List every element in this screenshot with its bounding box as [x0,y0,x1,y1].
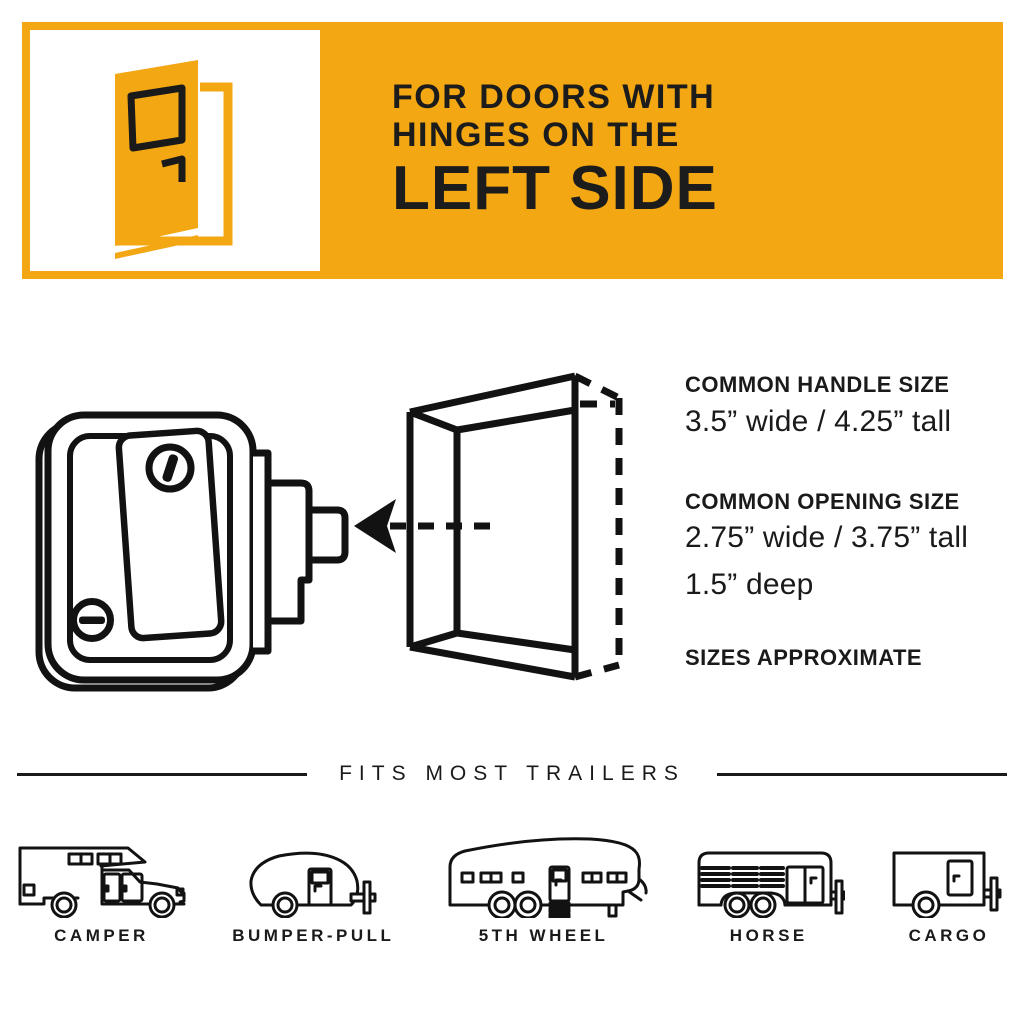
camper-icon [18,846,186,918]
divider-label: FITS MOST TRAILERS [339,762,685,785]
trailer-label-fifth-wheel: 5TH WHEEL [478,926,609,945]
handle-size-heading: COMMON HANDLE SIZE [685,372,950,397]
horse-trailer-icon [697,851,845,918]
trailer-cargo: CARGO [888,823,1010,946]
trailer-camper: CAMPER [14,842,189,946]
door-opening-line-drawing [354,372,623,681]
opening-size-value: 2.75” wide / 3.75” tall [685,521,969,554]
fits-most-trailers-divider: FITS MOST TRAILERS [0,762,1024,786]
trailer-label-cargo: CARGO [908,926,990,945]
sizes-note: SIZES APPROXIMATE [685,645,923,670]
banner: FOR DOORS WITH HINGES ON THE LEFT SIDE [22,22,1003,279]
divider-rule-right [716,772,1007,776]
trailer-fifth-wheel: 5TH WHEEL [438,823,650,946]
trailer-label-horse: HORSE [729,926,808,945]
rv-door-lock-line-drawing [35,411,349,692]
opening-depth-value: 1.5” deep [685,568,814,601]
trailer-horse: HORSE [693,823,845,946]
divider-rule-left [17,772,308,776]
banner-line-3: LEFT SIDE [392,154,718,223]
trailer-bumper-pull: BUMPER-PULL [232,841,394,946]
door-icon-box [30,30,320,271]
left-arrow-icon [354,499,396,553]
banner-line-1: FOR DOORS WITH [392,78,716,116]
trailer-row: CAMPER BUMPER-PULL [14,824,1010,946]
trailer-label-bumper-pull: BUMPER-PULL [232,926,395,945]
opening-size-heading: COMMON OPENING SIZE [685,489,960,514]
cargo-trailer-icon [892,851,1002,918]
bumper-pull-icon [249,851,377,918]
trailer-label-camper: CAMPER [54,926,149,945]
open-door-icon [115,60,233,259]
banner-line-2: HINGES ON THE [392,116,680,154]
banner-text: FOR DOORS WITH HINGES ON THE LEFT SIDE [392,78,718,220]
handle-size-value: 3.5” wide / 4.25” tall [685,405,952,438]
fifth-wheel-icon [448,837,648,918]
